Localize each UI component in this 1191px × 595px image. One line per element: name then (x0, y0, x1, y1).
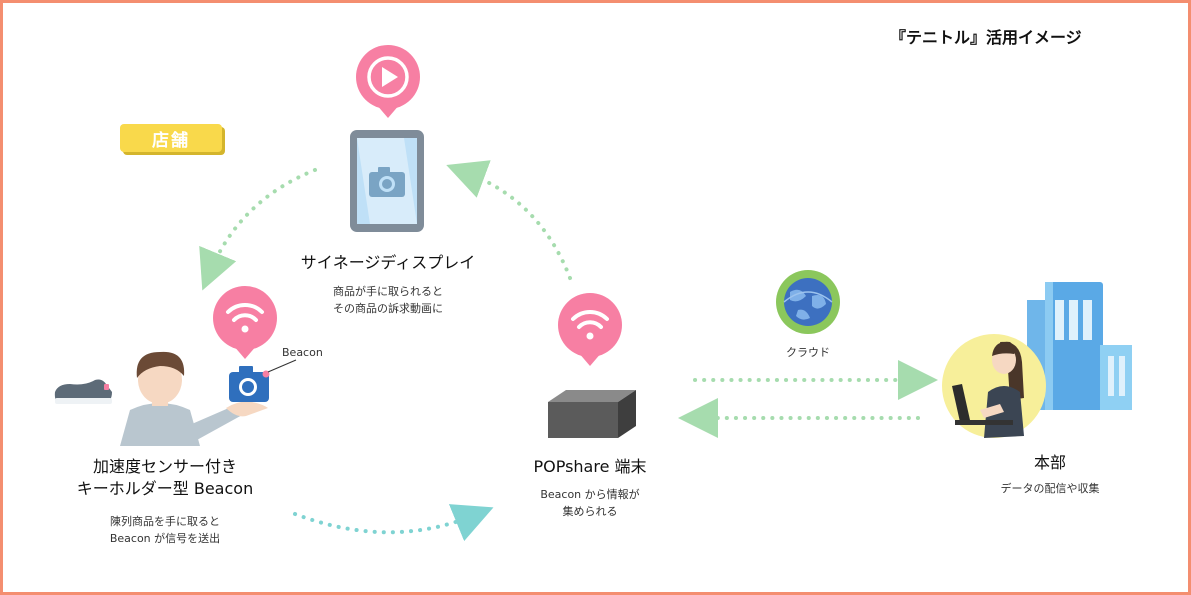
beacon-desc-line: 陳列商品を手に取ると (110, 515, 220, 528)
diagram-title: 『テニトル』活用イメージ (890, 28, 1082, 47)
play-pin-icon (356, 45, 420, 118)
beacon-desc-line: Beacon が信号を送出 (109, 532, 221, 545)
person-illustration (120, 351, 268, 446)
beacon-title: 加速度センサー付き キーホルダー型 Beacon (55, 456, 275, 500)
shoe-icon (54, 379, 112, 404)
beacon-tag: Beacon (282, 346, 323, 359)
beacon-description: 陳列商品を手に取ると Beacon が信号を送出 (55, 513, 275, 547)
hq-description: データの配信や収集 (1000, 482, 1100, 495)
popshare-terminal-icon (548, 390, 636, 438)
popshare-title: POPshare 端末 (533, 457, 647, 476)
tablet-icon (350, 130, 424, 232)
cloud-label: クラウド (786, 346, 830, 359)
popshare-description: Beacon から情報が 集められる (490, 486, 690, 520)
signage-desc-line: 商品が手に取られると (333, 285, 443, 298)
wifi-pin-icon (213, 286, 277, 359)
camera-beacon-icon (229, 359, 297, 402)
arrow-beacon-to-popshare (293, 504, 494, 542)
arrow-signage-to-beacon (199, 168, 317, 291)
signage-desc-line: その商品の訴求動画に (333, 302, 443, 315)
arrow-popshare-to-signage (446, 160, 572, 280)
beacon-title-line: キーホルダー型 Beacon (76, 479, 254, 498)
hq-title: 本部 (1033, 453, 1066, 472)
wifi-pin-icon (558, 293, 622, 366)
store-badge: 店舗 (120, 124, 222, 152)
beacon-title-line: 加速度センサー付き (92, 457, 237, 476)
signage-description: 商品が手に取られると その商品の訴求動画に (288, 283, 488, 317)
signage-title: サイネージディスプレイ (300, 253, 476, 272)
popshare-desc-line: 集められる (562, 505, 618, 518)
office-worker-illustration (942, 334, 1046, 438)
globe-icon (776, 270, 840, 334)
popshare-desc-line: Beacon から情報が (540, 488, 640, 501)
